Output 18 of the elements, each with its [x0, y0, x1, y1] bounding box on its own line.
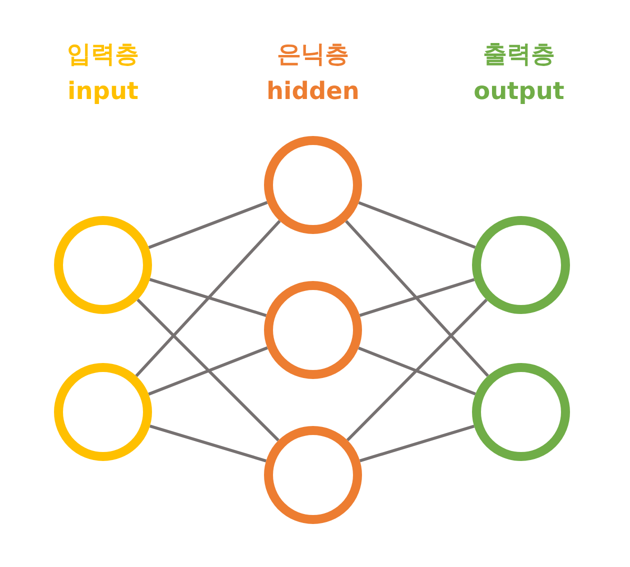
connector-line	[358, 346, 476, 396]
connector-line	[359, 424, 475, 462]
layer-heading: 출력층	[482, 39, 556, 69]
connector-line	[135, 220, 281, 378]
connector-line	[358, 201, 476, 249]
layer-heading: 입력층	[66, 39, 140, 69]
connector-line	[149, 278, 267, 317]
layer-heading: hidden	[265, 76, 361, 106]
layer-heading: output	[472, 76, 566, 106]
connector-line	[136, 298, 280, 442]
connector-line	[148, 346, 268, 396]
connector-line	[148, 201, 268, 249]
connector-line	[359, 278, 475, 317]
connector-line	[150, 424, 266, 462]
connector-line	[346, 298, 488, 442]
layer-heading: 은닉층	[276, 39, 350, 69]
connector-line	[345, 220, 489, 377]
layer-heading: input	[66, 76, 140, 106]
